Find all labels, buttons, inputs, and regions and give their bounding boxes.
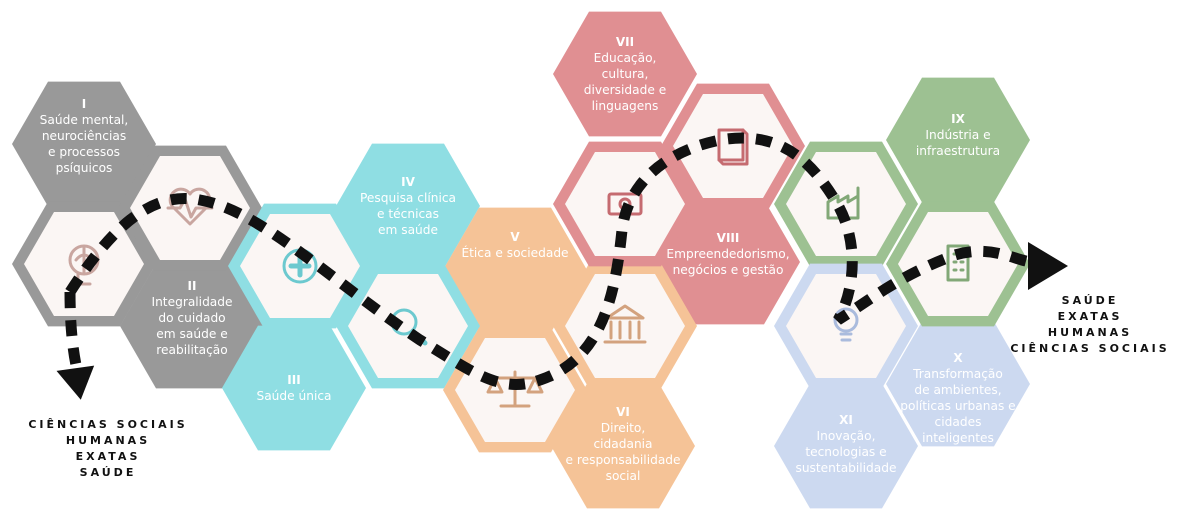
area-label-line: Empreendedorismo, [666, 247, 789, 261]
area-number: I [82, 97, 86, 111]
area-number: IV [401, 175, 415, 189]
lightbulb-icon [833, 307, 859, 342]
area-hex-v [443, 207, 587, 333]
area-number: VIII [717, 231, 740, 245]
area-label-line: Saúde mental, [40, 113, 129, 127]
area-hex-viii [656, 199, 800, 325]
area-label-line: cidades [935, 415, 982, 429]
area-number: XI [839, 413, 853, 427]
area-hex-x [886, 321, 1030, 447]
area-label-line: e processos [48, 145, 120, 159]
icon-hex-group [12, 83, 1030, 453]
area-label-line: Direito, [601, 421, 646, 435]
area-label-line: e responsabilidade [565, 453, 680, 467]
arrow-right [1028, 242, 1068, 290]
dashed-branch-left [64, 291, 82, 367]
area-hex-ii [120, 263, 264, 389]
left-label-line: CIÊNCIAS SOCIAIS [28, 418, 187, 431]
building-icon [946, 244, 970, 282]
area-number: III [287, 373, 300, 387]
factory-icon [826, 186, 860, 220]
area-label-line: Transformação [912, 367, 1003, 381]
area-label-group: I Saúde mental, neurociências e processos ps… [40, 35, 1016, 483]
area-label-line: Inovação, [817, 429, 876, 443]
area-label-line: cultura, [602, 67, 649, 81]
icon-hex-inner [673, 94, 793, 198]
icon-hex-inner [130, 156, 250, 260]
area-label-line: de ambientes, [914, 383, 1001, 397]
right-label-line: EXATAS [1058, 310, 1123, 323]
right-label-line: HUMANAS [1048, 326, 1132, 339]
area-number: VI [616, 405, 630, 419]
area-label-line: Indústria e [925, 128, 990, 142]
area-hex-i [12, 81, 156, 207]
area-hex-iv [336, 143, 480, 269]
courthouse-icon [603, 304, 647, 344]
area-label-line: Integralidade [151, 295, 232, 309]
book-icon [717, 128, 749, 166]
dashed-trajectory [65, 132, 1032, 390]
icon-hex-inner [786, 152, 906, 256]
area-label-line: cidadania [593, 437, 652, 451]
area-label-line: do cuidado [158, 311, 225, 325]
area-number: X [953, 351, 963, 365]
area-label-line: inteligentes [922, 431, 994, 445]
left-label-line: SAÚDE [80, 466, 137, 479]
area-label-line: Saúde única [256, 389, 331, 403]
icon-hex-inner [565, 274, 685, 378]
area-number: VII [616, 35, 634, 49]
area-hex-group [12, 11, 1030, 509]
area-label-line: em saúde [378, 223, 438, 237]
area-label-line: políticas urbanas e [900, 399, 1015, 413]
area-label-line: psíquicos [56, 161, 113, 175]
left-label-line: HUMANAS [66, 434, 150, 447]
area-number: IX [951, 112, 965, 126]
area-label-line: tecnologias e [805, 445, 886, 459]
left-label-stack: CIÊNCIAS SOCIAIS HUMANAS EXATAS SAÚDE [28, 418, 187, 479]
area-label-line: negócios e gestão [673, 263, 784, 277]
area-number: II [188, 279, 197, 293]
area-label-line: neurociências [42, 129, 126, 143]
right-label-line: CIÊNCIAS SOCIAIS [1010, 342, 1169, 355]
area-label-line: Ética e sociedade [461, 245, 568, 260]
area-hex-iii [222, 325, 366, 451]
area-label-line: sustentabilidade [795, 461, 896, 475]
area-label-line: reabilitação [156, 343, 227, 357]
area-number: V [510, 230, 520, 244]
area-hex-vii [553, 11, 697, 137]
area-label-line: Educação, [594, 51, 657, 65]
left-label-line: EXATAS [76, 450, 141, 463]
area-label-line: infraestrutura [916, 144, 1000, 158]
right-label-line: SAÚDE [1062, 294, 1119, 307]
area-label-line: diversidade e [584, 83, 666, 97]
area-hex-xi [774, 383, 918, 509]
arrow-left-down [56, 365, 95, 400]
area-label-line: e técnicas [377, 207, 439, 221]
area-label-line: em saúde e [156, 327, 227, 341]
icon-hex-inner [898, 212, 1018, 316]
area-label-line: Pesquisa clínica [360, 191, 456, 205]
right-label-stack: SAÚDE EXATAS HUMANAS CIÊNCIAS SOCIAIS [1010, 294, 1169, 355]
area-hex-ix [886, 77, 1030, 203]
area-label-line: social [606, 469, 641, 483]
icon-hex-inner [786, 274, 906, 378]
area-label-line: linguagens [592, 99, 659, 113]
area-hex-vi [551, 383, 695, 509]
trajectory-path [56, 132, 1068, 400]
